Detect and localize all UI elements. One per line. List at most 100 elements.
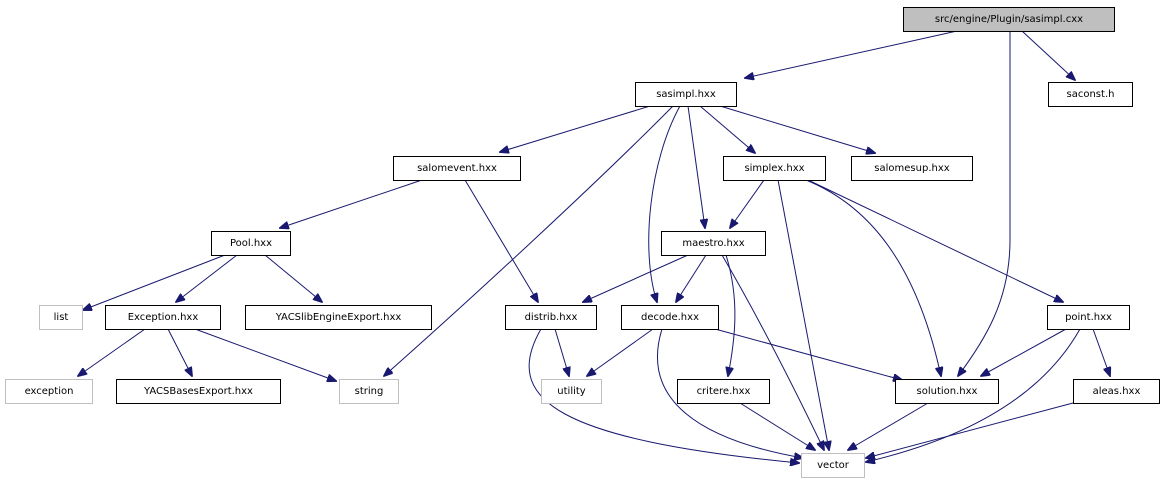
edge-simplex_hxx-to-solution_hxx [805,179,941,376]
node-label: distrib.hxx [525,312,578,323]
edge-exception_hxx-to-string [194,328,336,381]
edge-pool_hxx-to-list [83,254,226,310]
node-box [677,379,770,404]
edge-sasimpl_hxx-to-simplex_hxx [699,105,755,153]
node-box [245,305,432,330]
edge-maestro_hxx-to-vector [721,254,824,450]
node-box [661,231,766,256]
edge-sasimpl_hxx-to-decode_hxx [648,105,681,302]
node-maestro-hxx[interactable]: maestro.hxx [661,231,766,256]
node-salomesup-hxx[interactable]: salomesup.hxx [851,156,973,181]
edge-aleas_hxx-to-vector [866,402,1074,458]
edge-solution_hxx-to-vector [848,402,929,450]
node-saconst-h[interactable]: saconst.h [1048,82,1133,107]
node-vector: vector [801,453,865,478]
node-box [621,305,719,330]
edge-sasimpl_hxx-to-maestro_hxx [687,105,705,228]
edge-distrib_hxx-to-vector [528,328,799,463]
edge-point_hxx-to-vector [866,328,1081,462]
node-box [1047,305,1130,330]
node-label: saconst.h [1067,89,1115,100]
edge-pool_hxx-to-yacslibengineexport_hxx [264,254,322,302]
node-box [105,305,221,330]
node-box [393,156,521,181]
node-box [723,156,826,181]
edge-decode_hxx-to-vector [657,328,803,458]
edge-root-to-saconst_h [1021,30,1075,80]
nodes-layer: src/engine/Plugin/sasimpl.cxx sasimpl.hxx… [5,7,1160,478]
node-label: Exception.hxx [128,312,199,323]
edge-point_hxx-to-aleas_hxx [1092,328,1110,376]
node-box [5,379,93,404]
node-box [39,305,83,330]
node-box [541,379,602,404]
node-label: vector [817,460,850,471]
node-label: YACSBasesExport.hxx [143,386,253,397]
node-string: string [339,379,399,404]
node-label: utility [557,386,586,397]
edge-point_hxx-to-solution_hxx [981,328,1067,376]
node-simplex-hxx[interactable]: simplex.hxx [723,156,826,181]
edge-decode_hxx-to-solution_hxx [714,328,902,380]
edge-maestro_hxx-to-decode_hxx [676,254,707,302]
node-label: critere.hxx [697,386,751,397]
node-pool-hxx[interactable]: Pool.hxx [211,231,291,256]
edge-simplex_hxx-to-point_hxx [807,179,1063,302]
edge-exception_hxx-to-yacsbasesexport_hxx [167,328,192,376]
edge-root-to-sasimpl_hxx [745,30,958,78]
node-root[interactable]: src/engine/Plugin/sasimpl.cxx [903,7,1115,32]
node-solution-hxx[interactable]: solution.hxx [895,379,999,404]
node-list: list [39,305,83,330]
edge-sasimpl_hxx-to-string [384,105,674,376]
node-label: solution.hxx [917,386,978,397]
edge-pool_hxx-to-exception_hxx [176,254,238,302]
edge-exception_hxx-to-exception [78,328,146,376]
node-exception: exception [5,379,93,404]
edge-maestro_hxx-to-critere_hxx [726,254,736,376]
node-label: maestro.hxx [682,238,744,249]
node-label: salomesup.hxx [874,163,949,174]
node-box [635,82,737,107]
node-box [895,379,999,404]
node-label: simplex.hxx [744,163,804,174]
edge-salomevent_hxx-to-distrib_hxx [464,179,538,302]
edge-decode_hxx-to-utility [587,328,654,376]
node-label: aleas.hxx [1093,386,1141,397]
node-distrib-hxx[interactable]: distrib.hxx [505,305,597,330]
node-yacslibengineexport-hxx[interactable]: YACSlibEngineExport.hxx [245,305,432,330]
node-label: point.hxx [1065,312,1112,323]
node-utility: utility [541,379,602,404]
node-label: exception [25,386,74,397]
node-label: list [54,312,69,323]
node-box [339,379,399,404]
node-critere-hxx[interactable]: critere.hxx [677,379,770,404]
node-salomevent-hxx[interactable]: salomevent.hxx [393,156,521,181]
node-decode-hxx[interactable]: decode.hxx [621,305,719,330]
edge-sasimpl_hxx-to-salomevent_hxx [500,105,651,152]
node-box [211,231,291,256]
edge-simplex_hxx-to-maestro_hxx [730,179,765,228]
node-exception-hxx[interactable]: Exception.hxx [105,305,221,330]
edges-layer [78,30,1110,463]
node-aleas-hxx[interactable]: aleas.hxx [1073,379,1160,404]
edge-salomevent_hxx-to-pool_hxx [280,179,423,228]
node-label: string [355,386,384,397]
edge-simplex_hxx-to-vector [777,179,829,450]
node-box [851,156,973,181]
edge-maestro_hxx-to-distrib_hxx [583,254,689,302]
node-sasimpl-hxx[interactable]: sasimpl.hxx [635,82,737,107]
node-box [505,305,597,330]
node-label: salomevent.hxx [417,163,497,174]
node-label: decode.hxx [641,312,699,323]
node-box [1073,379,1160,404]
node-yacsbasesexport-hxx[interactable]: YACSBasesExport.hxx [116,379,281,404]
node-box [903,7,1115,32]
node-point-hxx[interactable]: point.hxx [1047,305,1130,330]
node-label: YACSlibEngineExport.hxx [275,312,402,323]
edge-sasimpl_hxx-to-salomesup_hxx [719,105,875,153]
node-box [1048,82,1133,107]
node-label: src/engine/Plugin/sasimpl.cxx [935,14,1083,25]
edge-critere_hxx-to-vector [739,402,815,450]
node-box [801,453,865,478]
